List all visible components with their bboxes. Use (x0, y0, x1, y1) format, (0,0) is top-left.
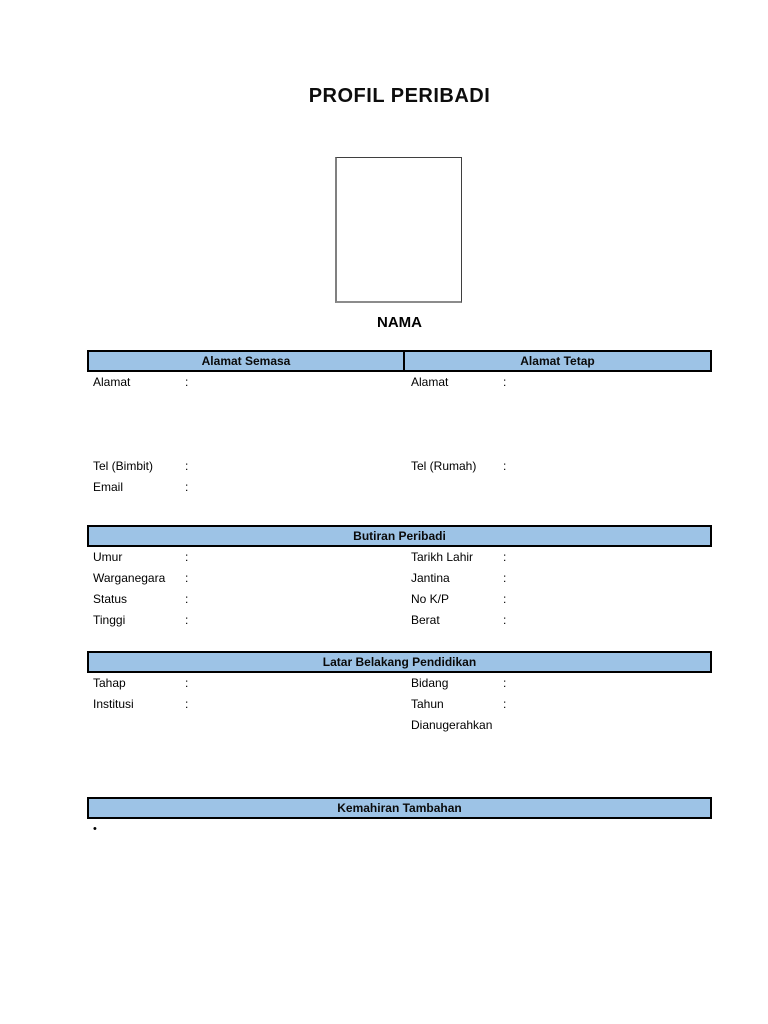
field-colon: : (185, 676, 189, 690)
field-label: Tarikh Lahir (411, 550, 474, 564)
field-colon: : (503, 613, 507, 627)
field-colon (503, 715, 712, 736)
field-label (411, 477, 503, 498)
form-row-awarded: Dianugerahkan (87, 715, 712, 736)
header-alamat-semasa: Alamat Semasa (87, 350, 405, 372)
field-label: Tel (Rumah) (411, 459, 477, 473)
field-label: Alamat (411, 375, 449, 389)
form-row-nationality-gender: Warganegara : Jantina : (87, 568, 712, 589)
field-label: Alamat (93, 375, 131, 389)
field-colon: : (185, 375, 189, 389)
form-row-institution-year: Institusi : Tahun : (87, 694, 712, 715)
section-skills: Kemahiran Tambahan • (87, 797, 712, 840)
address-blank-space (87, 393, 712, 456)
header-alamat-tetap: Alamat Tetap (405, 350, 712, 372)
form-row-status-ic: Status : No K/P : (87, 589, 712, 610)
field-label (93, 715, 185, 736)
field-colon: : (503, 550, 507, 564)
field-label: Tel (Bimbit) (93, 459, 154, 473)
section-education: Latar Belakang Pendidikan Tahap : Bidang… (87, 651, 712, 736)
photo-placeholder-box (335, 157, 462, 303)
address-header-row: Alamat Semasa Alamat Tetap (87, 350, 712, 372)
form-row-telephone: Tel (Bimbit) : Tel (Rumah) : (87, 456, 712, 477)
form-row-age-birthdate: Umur : Tarikh Lahir : (87, 547, 712, 568)
field-label: Tinggi (93, 613, 126, 627)
page-title: PROFIL PERIBADI (308, 85, 491, 107)
field-colon (503, 477, 712, 498)
field-colon: : (503, 375, 507, 389)
skills-header-row: Kemahiran Tambahan (87, 797, 712, 819)
field-label: Jantina (411, 571, 450, 585)
section-address: Alamat Semasa Alamat Tetap Alamat : Alam… (87, 350, 712, 498)
field-label: No K/P (411, 592, 450, 606)
field-colon: : (503, 676, 507, 690)
field-label: Berat (411, 613, 440, 627)
field-label: Email (93, 480, 124, 494)
field-colon: : (503, 571, 507, 585)
field-colon: : (185, 571, 189, 585)
field-label: Tahap (93, 676, 126, 690)
header-butiran-peribadi: Butiran Peribadi (87, 525, 712, 547)
field-label: Status (93, 592, 128, 606)
field-label: Tahun (411, 697, 444, 711)
field-colon: : (185, 592, 189, 606)
field-colon: : (185, 480, 189, 494)
field-colon: : (185, 697, 189, 711)
field-colon: : (503, 459, 507, 473)
field-colon: : (185, 459, 189, 473)
education-header-row: Latar Belakang Pendidikan (87, 651, 712, 673)
personal-details-header-row: Butiran Peribadi (87, 525, 712, 547)
bullet-icon: • (93, 823, 97, 835)
field-label: Warganegara (93, 571, 166, 585)
field-colon: : (503, 592, 507, 606)
header-kemahiran-tambahan: Kemahiran Tambahan (87, 797, 712, 819)
field-label: Dianugerahkan (411, 718, 493, 732)
field-colon: : (503, 697, 507, 711)
form-row-level-field: Tahap : Bidang : (87, 673, 712, 694)
name-heading: NAMA (377, 314, 422, 331)
section-personal-details: Butiran Peribadi Umur : Tarikh Lahir : W… (87, 525, 712, 631)
skill-list-item: • (87, 819, 712, 840)
field-label: Institusi (93, 697, 134, 711)
field-colon: : (185, 550, 189, 564)
field-label: Bidang (411, 676, 449, 690)
form-row-height-weight: Tinggi : Berat : (87, 610, 712, 631)
field-colon (185, 715, 411, 736)
form-row-email: Email : (87, 477, 712, 498)
form-row-alamat: Alamat : Alamat : (87, 372, 712, 393)
header-latar-belakang-pendidikan: Latar Belakang Pendidikan (87, 651, 712, 673)
field-label: Umur (93, 550, 123, 564)
field-colon: : (185, 613, 189, 627)
